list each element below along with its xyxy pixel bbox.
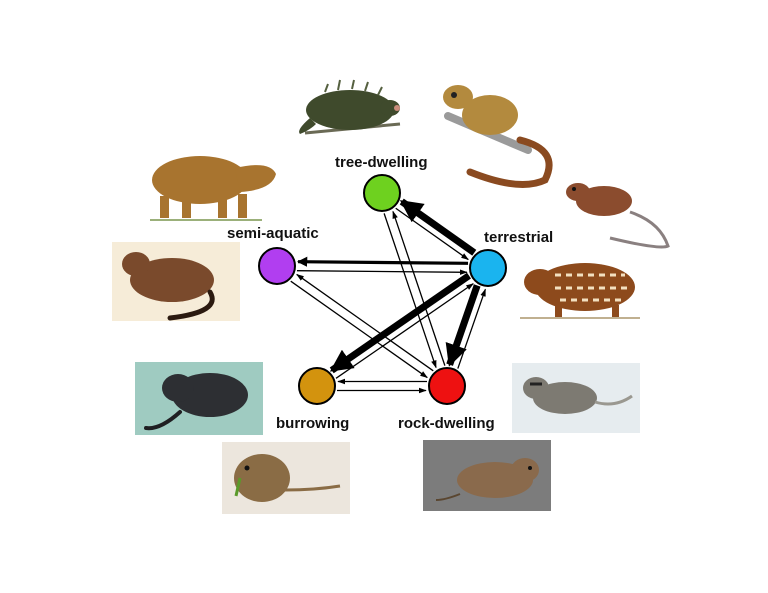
node-labels: tree-dwelling terrestrial semi-aquatic b…	[227, 154, 553, 432]
gopher-illustration	[222, 442, 350, 514]
porcupine-illustration	[299, 79, 401, 135]
porcupine-body	[306, 90, 394, 130]
edge-rock-dwelling-to-semi-aquatic	[296, 273, 434, 372]
edge-burrowing-to-terrestrial	[335, 283, 474, 379]
paca-illustration	[520, 263, 640, 319]
nodes	[258, 174, 507, 405]
node-tree-dwelling	[363, 174, 401, 212]
label-rock-dwelling: rock-dwelling	[398, 415, 495, 432]
rock-rat-illustration	[512, 363, 640, 433]
coypu-illustration	[112, 242, 240, 321]
node-terrestrial	[469, 249, 507, 287]
label-tree-dwelling: tree-dwelling	[335, 154, 428, 171]
edge-terrestrial-to-rock-dwelling	[445, 284, 481, 367]
edges	[290, 198, 486, 394]
rat-illustration	[566, 183, 670, 249]
edge-rock-dwelling-to-terrestrial	[457, 288, 486, 369]
edge-tree-dwelling-to-terrestrial	[395, 207, 469, 261]
node-semi-aquatic	[258, 247, 296, 285]
capybara-illustration	[150, 156, 276, 221]
label-semi-aquatic: semi-aquatic	[227, 225, 319, 242]
node-burrowing	[298, 367, 336, 405]
illustrations	[112, 79, 670, 514]
edge-rock-dwelling-to-tree-dwelling	[392, 210, 446, 366]
edge-tree-dwelling-to-rock-dwelling	[383, 213, 437, 369]
label-terrestrial: terrestrial	[484, 229, 553, 246]
edge-semi-aquatic-to-terrestrial	[296, 269, 468, 275]
label-burrowing: burrowing	[276, 415, 349, 432]
edge-terrestrial-to-tree-dwelling	[399, 198, 477, 256]
edge-terrestrial-to-semi-aquatic	[297, 256, 469, 267]
node-rock-dwelling	[428, 367, 466, 405]
edge-semi-aquatic-to-rock-dwelling	[290, 280, 428, 379]
cavy-illustration	[423, 440, 551, 511]
tuco-tuco-illustration	[135, 362, 263, 435]
squirrel-illustration	[443, 85, 553, 188]
edge-terrestrial-to-burrowing	[329, 272, 471, 374]
